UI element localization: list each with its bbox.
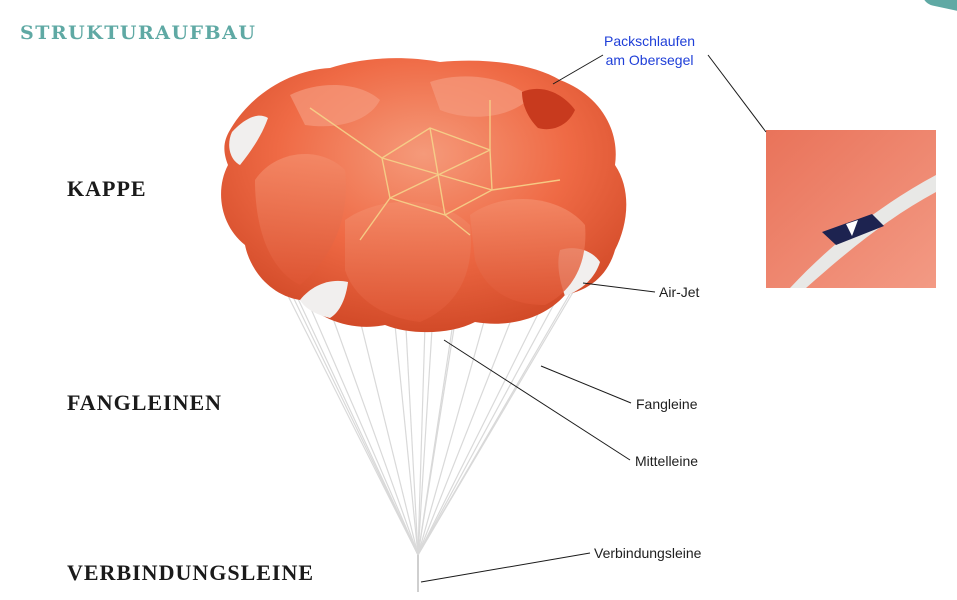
page-title: STRUKTURAUFBAU	[20, 22, 257, 44]
callout-verbindungsleine: Verbindungsleine	[594, 545, 702, 561]
suspension-lines	[239, 174, 606, 556]
callout-fangleine: Fangleine	[636, 396, 698, 412]
callout-packschlaufen-line2: am Obersegel	[605, 52, 694, 68]
callout-mittelleine: Mittelleine	[635, 453, 699, 469]
section-label-fangleinen: FANGLEINEN	[67, 390, 223, 415]
callout-packschlaufen-line1: Packschlaufen	[604, 33, 696, 49]
callout-packschlaufen: Packschlaufen am Obersegel	[604, 32, 695, 70]
leader-lines	[420, 54, 767, 583]
packing-loop-detail-inset	[766, 130, 936, 288]
canopy	[221, 58, 627, 333]
callout-air-jet: Air-Jet	[659, 284, 700, 300]
section-label-verbindungsleine: VERBINDUNGSLEINE	[67, 560, 315, 585]
section-label-kappe: KAPPE	[67, 176, 147, 201]
